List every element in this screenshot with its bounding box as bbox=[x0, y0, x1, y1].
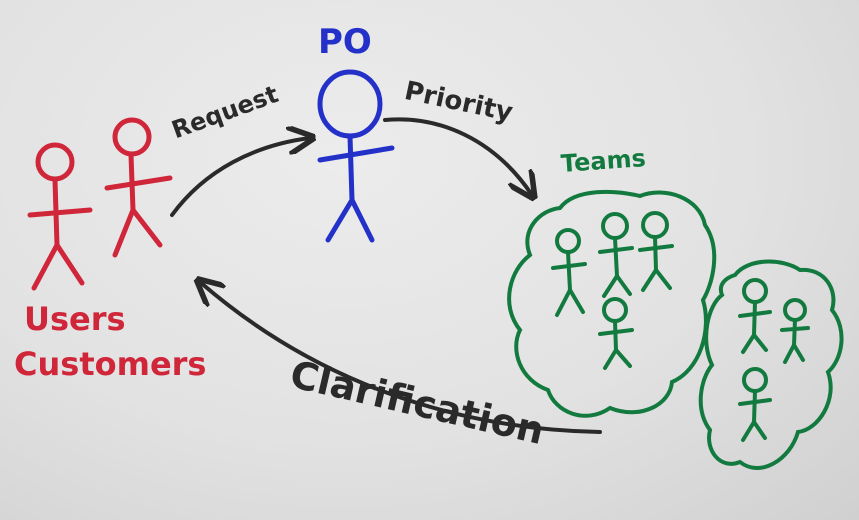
users-label: Users bbox=[24, 300, 126, 338]
team-member-6 bbox=[780, 298, 810, 364]
users-figures bbox=[27, 117, 173, 291]
po-label: PO bbox=[318, 22, 372, 62]
user-figure-1 bbox=[27, 142, 93, 291]
team-member-1 bbox=[551, 228, 587, 317]
team-member-5 bbox=[738, 278, 772, 354]
diagram-arrows bbox=[170, 117, 602, 434]
request-arrow bbox=[170, 138, 310, 217]
user-figure-2 bbox=[104, 117, 173, 258]
customers-label: Customers bbox=[14, 345, 207, 383]
po-figure bbox=[317, 69, 395, 243]
team-member-4 bbox=[598, 297, 634, 370]
team-members bbox=[551, 211, 810, 442]
teams-label: Teams bbox=[560, 144, 647, 178]
team-member-3 bbox=[638, 211, 674, 292]
priority-arrow bbox=[383, 117, 532, 195]
team-cloud-1 bbox=[507, 189, 717, 418]
team-member-7 bbox=[738, 367, 772, 442]
team-cloud-2 bbox=[698, 259, 844, 470]
clarification-arrow bbox=[200, 282, 602, 434]
team-member-2 bbox=[598, 212, 634, 298]
